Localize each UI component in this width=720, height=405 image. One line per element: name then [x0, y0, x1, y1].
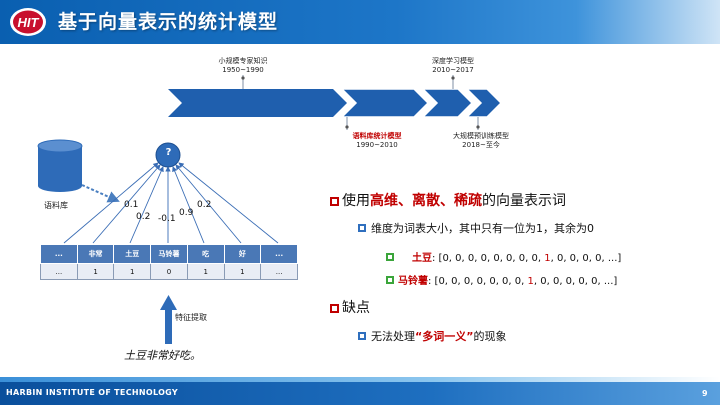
example-sentence: 土豆非常好吃。: [124, 349, 201, 362]
stage-name: 语料库统计模型: [352, 132, 402, 140]
footer-bar: [0, 382, 720, 405]
table-header-cell: 非常: [76, 244, 115, 264]
model-diagram: [37, 139, 279, 344]
timeline-arrow-4: [465, 88, 503, 118]
weight-label: 0.1: [124, 200, 139, 210]
example-tudou: 土豆: [0, 0, 0, 0, 0, 0, 0, 0, 1, 0, 0, 0,…: [386, 249, 621, 264]
example-malingshu: 马铃薯: [0, 0, 0, 0, 0, 0, 0, 1, 0, 0, 0, 0…: [386, 272, 617, 287]
title-bar: [0, 0, 720, 44]
database-icon: [37, 139, 83, 192]
table-header-cell: 土豆: [113, 244, 152, 264]
table-cell: ...: [260, 263, 298, 280]
timeline-ticks: [241, 75, 480, 130]
stage-name: 小规模专家知识: [218, 57, 268, 65]
table-header-cell: 吃: [186, 244, 225, 264]
timeline-stage-3: 深度学习模型 2010~2017: [413, 57, 493, 75]
bullet-box-icon: [330, 304, 339, 313]
weight-label: 0.2: [136, 212, 151, 222]
table-cell: 1: [76, 263, 115, 280]
bullet-box-icon: [358, 332, 366, 340]
timeline-arrow-3: [421, 88, 474, 118]
timeline-stage-1: 小规模专家知识 1950~1990: [203, 57, 283, 75]
bullet-box-icon: [358, 224, 366, 232]
logo-text: HIT: [18, 15, 40, 30]
bullet-polysemy: 无法处理“多词一义”的现象: [358, 328, 506, 344]
weight-label: 0.9: [179, 208, 194, 218]
feature-table: ... 非常 土豆 马铃薯 吃 好 ... ... 1 1 0 1 1 ...: [40, 244, 298, 280]
bullet-drawback: 缺点: [330, 297, 370, 317]
footer-stripe: [0, 377, 720, 382]
timeline-arrow-1: [168, 89, 347, 117]
table-header-cell: ...: [40, 244, 78, 264]
table-cell: ...: [40, 263, 78, 280]
timeline-arrows: [168, 88, 503, 118]
bullet-representation: 使用高维、离散、稀疏的向量表示词: [330, 190, 566, 210]
feature-extraction-label: 特征提取: [175, 313, 207, 322]
table-cell: 1: [113, 263, 152, 280]
bullet-dimension: 维度为词表大小，其中只有一位为1，其余为0: [358, 220, 594, 236]
bullet-box-icon: [386, 276, 394, 284]
table-cell: 1: [223, 263, 262, 280]
bullet-box-icon: [386, 253, 394, 261]
table-header-cell: 马铃薯: [150, 244, 188, 264]
feature-extraction-arrow: [160, 295, 177, 344]
table-cell: 0: [150, 263, 188, 280]
output-node: [155, 142, 181, 168]
stage-name: 大规模预训练模型: [453, 132, 509, 140]
page-number: 9: [702, 389, 708, 398]
table-cell: 1: [186, 263, 225, 280]
stage-years: 2010~2017: [432, 66, 474, 74]
stage-years: 1990~2010: [356, 141, 398, 149]
table-header-row: ... 非常 土豆 马铃薯 吃 好 ...: [40, 244, 298, 264]
table-header-cell: ...: [260, 244, 298, 264]
corpus-label: 语料库: [44, 201, 68, 210]
page-title: 基于向量表示的统计模型: [58, 11, 279, 33]
weight-label: -0.1: [158, 214, 176, 224]
stage-years: 1950~1990: [222, 66, 264, 74]
stage-years: 2018~至今: [462, 141, 500, 149]
weight-label: 0.2: [197, 200, 212, 210]
bullet-box-icon: [330, 197, 339, 206]
timeline-stage-4: 大规模预训练模型 2018~至今: [441, 132, 521, 150]
timeline-arrow-2: [340, 88, 430, 118]
table-row: ... 1 1 0 1 1 ...: [40, 263, 298, 280]
node-label: ?: [165, 147, 172, 158]
table-header-cell: 好: [223, 244, 262, 264]
footer-org: HARBIN INSTITUTE OF TECHNOLOGY: [6, 388, 178, 397]
stage-name: 深度学习模型: [432, 57, 474, 65]
timeline-stage-2: 语料库统计模型 1990~2010: [337, 132, 417, 150]
hit-logo-icon: HIT: [10, 8, 46, 36]
